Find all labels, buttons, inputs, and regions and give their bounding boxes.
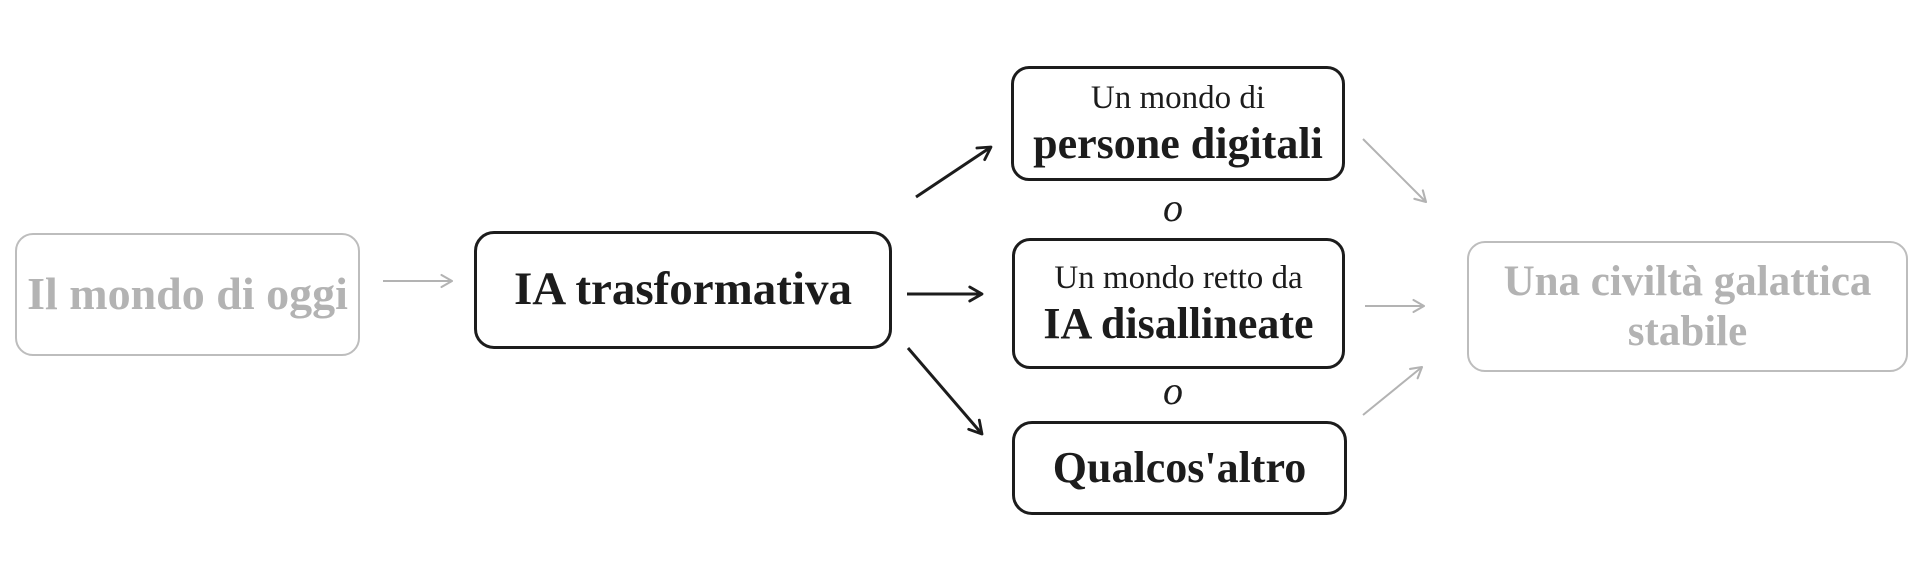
- node-something-else-label: Qualcos'altro: [1052, 442, 1307, 492]
- node-galactic-civilization: Una civiltà galattica stabile: [1467, 241, 1908, 372]
- node-transformative-ai: IA trasformativa: [474, 231, 892, 349]
- node-digital-people-line1: Un mondo di: [1090, 79, 1266, 116]
- node-digital-people-line2: persone digitali: [1033, 118, 1323, 168]
- node-misaligned-ai-line2: IA disallineate: [1043, 298, 1314, 348]
- arrow-digital-people-to-galactic-icon: [1362, 138, 1428, 204]
- node-misaligned-ai: Un mondo retto da IA disallineate: [1012, 238, 1345, 369]
- node-something-else: Qualcos'altro: [1012, 421, 1347, 515]
- or-connector-second: o: [1163, 368, 1183, 413]
- node-today: Il mondo di oggi: [15, 233, 360, 356]
- arrow-transformative-ai-to-digital-people-icon: [915, 145, 993, 199]
- node-today-label: Il mondo di oggi: [27, 268, 348, 320]
- arrow-something-else-to-galactic-icon: [1362, 365, 1424, 416]
- node-digital-people: Un mondo di persone digitali: [1011, 66, 1345, 181]
- node-misaligned-ai-line1: Un mondo retto da: [1054, 259, 1303, 296]
- or-connector-first: o: [1163, 185, 1183, 230]
- node-galactic-civilization-label: Una civiltà galattica stabile: [1503, 258, 1872, 355]
- arrow-transformative-ai-to-something-else-icon: [906, 347, 984, 436]
- node-transformative-ai-label: IA trasformativa: [513, 263, 853, 316]
